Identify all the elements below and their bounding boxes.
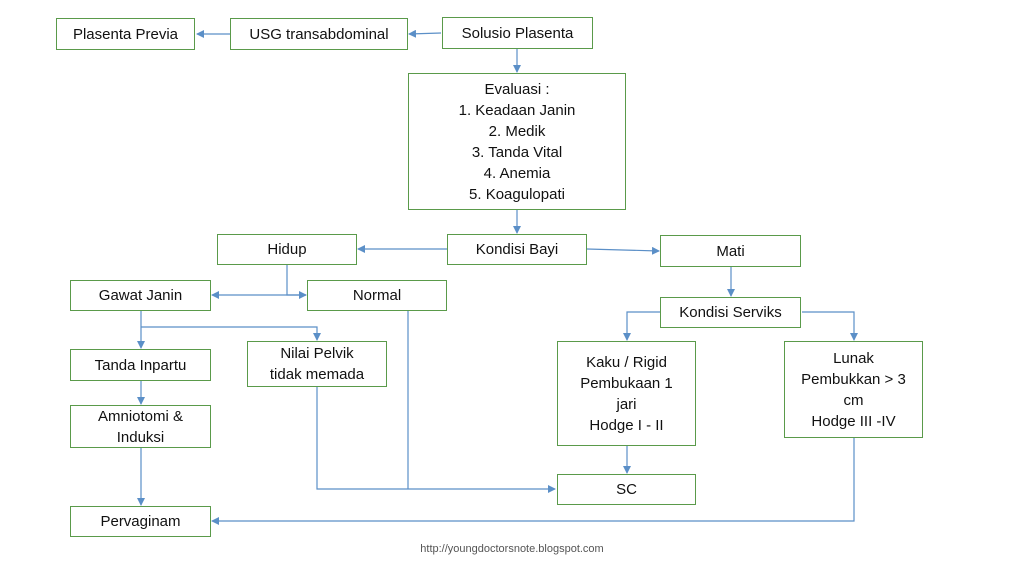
tanda-inpartu-label: Tanda Inpartu <box>94 356 187 374</box>
lunak-label: Pembukkan > 3 <box>801 370 906 388</box>
evaluasi-item: 3. Tanda Vital <box>471 143 563 161</box>
solusio-plasenta-box: Solusio Plasenta <box>442 17 593 49</box>
nilai-pelvik-label: tidak memada <box>269 366 365 383</box>
evaluasi-item: 1. Keadaan Janin <box>458 101 576 119</box>
lunak-label: cm <box>843 391 864 409</box>
hidup-label: Hidup <box>267 241 307 258</box>
normal-box: Normal <box>307 280 447 311</box>
nilai-pelvik-label: Nilai Pelvik <box>280 345 354 362</box>
nilai-pelvik-box: Nilai Pelvik tidak memada <box>247 341 387 387</box>
pervaginam-label: Pervaginam <box>100 513 181 530</box>
arrow-gawat-janin-to-nilai-pelvik <box>141 326 321 341</box>
solusio-plasenta-label: Solusio Plasenta <box>461 24 574 42</box>
mati-box: Mati <box>660 235 801 267</box>
arrow-kondisi-bayi-to-mati <box>586 246 660 255</box>
usg-transabdominal-label: USG transabdominal <box>249 25 389 43</box>
kondisi-serviks-box: Kondisi Serviks <box>660 297 801 328</box>
arrow-solusio-to-usg <box>408 29 442 38</box>
sc-box: SC <box>557 474 696 505</box>
source-url-footer: http://youngdoctorsnote.blogspot.com <box>420 543 604 555</box>
lunak-label: Lunak <box>833 349 874 367</box>
evaluasi-box: Evaluasi : 1. Keadaan Janin 2. Medik 3. … <box>408 73 626 210</box>
sc-label: SC <box>616 481 637 498</box>
usg-transabdominal-box: USG transabdominal <box>230 18 408 50</box>
lunak-box: Lunak Pembukkan > 3 cm Hodge III -IV <box>784 341 923 438</box>
kaku-rigid-label: Pembukaan 1 <box>580 374 673 392</box>
evaluasi-item: 4. Anemia <box>483 164 551 182</box>
arrow-hidup-to-normal <box>286 265 307 299</box>
kondisi-bayi-label: Kondisi Bayi <box>475 241 559 258</box>
plasenta-previa-box: Plasenta Previa <box>56 18 195 50</box>
normal-label: Normal <box>352 287 402 304</box>
arrow-kondisi-serviks-to-lunak <box>802 311 858 341</box>
kaku-rigid-label: Hodge I - II <box>589 416 664 434</box>
kaku-rigid-label: jari <box>616 395 637 413</box>
gawat-janin-label: Gawat Janin <box>98 287 183 304</box>
kondisi-serviks-label: Kondisi Serviks <box>679 304 782 321</box>
kaku-rigid-box: Kaku / Rigid Pembukaan 1 jari Hodge I - … <box>557 341 696 446</box>
arrow-kondisi-serviks-to-kaku <box>623 311 660 341</box>
plasenta-previa-label: Plasenta Previa <box>72 25 179 43</box>
evaluasi-item: 5. Koagulopati <box>469 185 565 203</box>
arrow-lunak-to-pervaginam <box>211 438 855 525</box>
lunak-label: Hodge III -IV <box>811 412 896 430</box>
evaluasi-item: 2. Medik <box>488 122 546 140</box>
gawat-janin-box: Gawat Janin <box>70 280 211 311</box>
hidup-box: Hidup <box>217 234 357 265</box>
arrow-nilai-pelvik-to-sc <box>316 387 556 493</box>
amniotomi-induksi-box: Amniotomi & Induksi <box>70 405 211 448</box>
evaluasi-heading: Evaluasi : <box>484 80 550 98</box>
pervaginam-box: Pervaginam <box>70 506 211 537</box>
kondisi-bayi-box: Kondisi Bayi <box>447 234 587 265</box>
amniotomi-induksi-label: Induksi <box>116 428 165 446</box>
amniotomi-induksi-label: Amniotomi & <box>97 407 184 425</box>
kaku-rigid-label: Kaku / Rigid <box>586 353 667 371</box>
mati-label: Mati <box>716 242 745 260</box>
tanda-inpartu-box: Tanda Inpartu <box>70 349 211 381</box>
